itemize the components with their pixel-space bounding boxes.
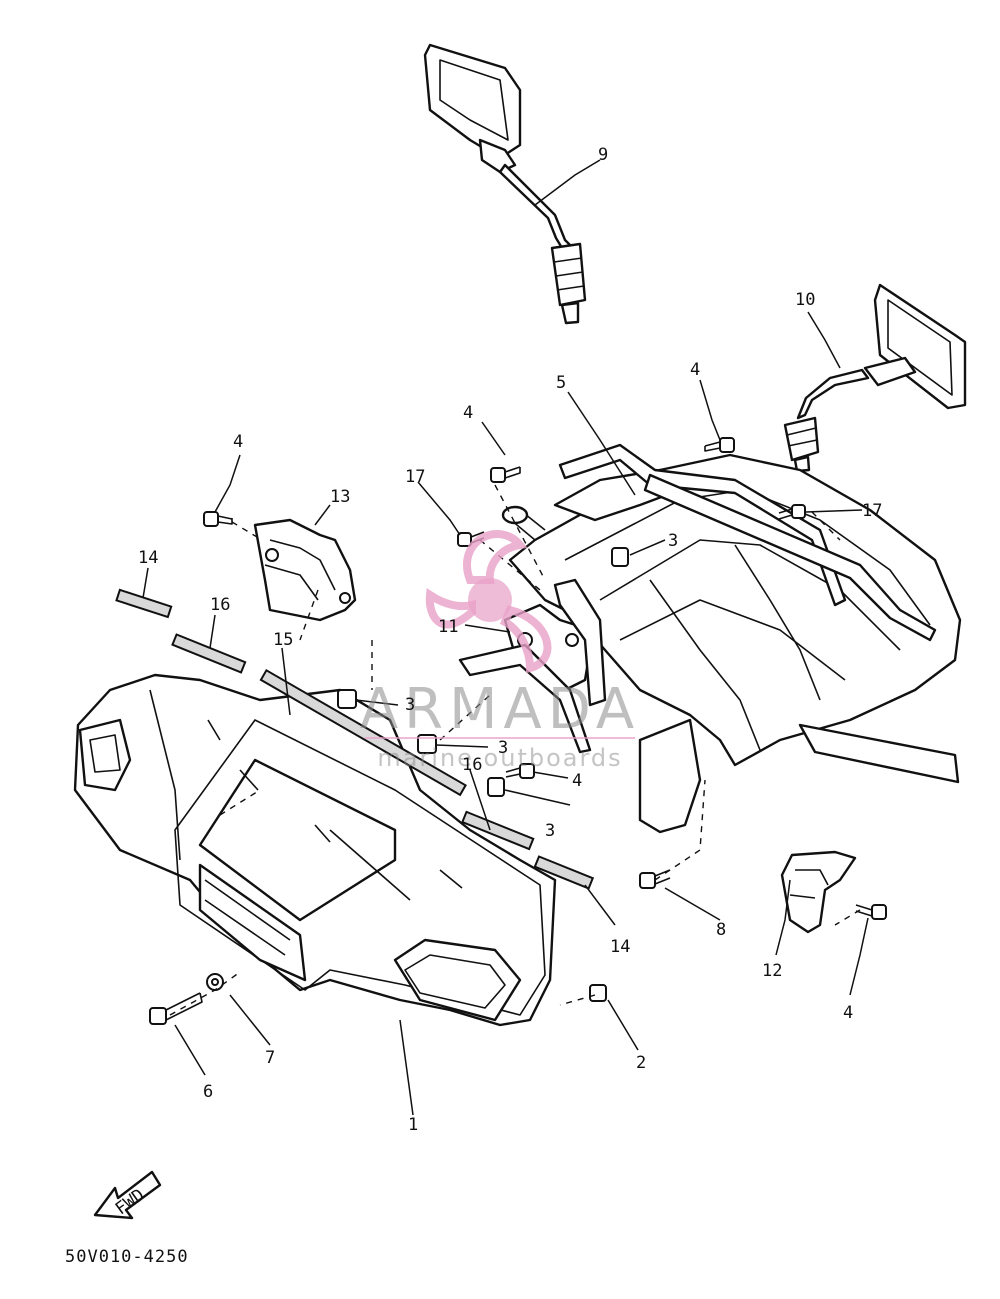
callout-5: 5 xyxy=(556,373,566,393)
callout-labels: 9 10 5 4 4 4 17 17 13 3 14 16 15 11 3 3 … xyxy=(138,145,882,1135)
callout-14-right: 14 xyxy=(610,937,630,957)
callout-3-lower: 3 xyxy=(545,821,555,841)
bolt-8 xyxy=(639,869,671,889)
callout-16-right: 16 xyxy=(462,755,482,775)
callout-4-left: 4 xyxy=(233,432,243,452)
callout-17-left: 17 xyxy=(405,467,425,487)
callout-1: 1 xyxy=(408,1115,418,1135)
callout-14-left: 14 xyxy=(138,548,158,568)
bolt-4-right xyxy=(855,904,887,920)
callout-3-upper: 3 xyxy=(668,531,678,551)
side-bracket xyxy=(253,518,357,622)
grommet-3-left xyxy=(337,689,357,709)
bolt-17-right xyxy=(778,504,806,520)
watermark-subtitle: marine outboards xyxy=(377,744,622,772)
strip-14-right xyxy=(533,855,595,890)
bracket-right xyxy=(780,850,857,934)
strip-16-right xyxy=(461,810,535,851)
armada-watermark: ARMADA marine outboards xyxy=(360,530,640,772)
callout-9: 9 xyxy=(598,145,608,165)
bolt-4-upper-right xyxy=(704,437,735,453)
grommet-3-upper xyxy=(611,547,629,567)
callout-4-upper-right: 4 xyxy=(690,360,700,380)
callout-8: 8 xyxy=(716,920,726,940)
front-cowl xyxy=(73,673,557,1027)
callout-7: 7 xyxy=(265,1048,275,1068)
fwd-arrow-icon: FWD xyxy=(93,1170,162,1219)
callout-16-left: 16 xyxy=(210,595,230,615)
bolt-4-left xyxy=(203,511,233,527)
callout-13: 13 xyxy=(330,487,350,507)
mirror-left xyxy=(423,43,587,325)
grommet-3-lower xyxy=(487,777,505,797)
callout-11: 11 xyxy=(438,617,458,637)
callout-4-center: 4 xyxy=(463,403,473,423)
callout-15: 15 xyxy=(273,630,293,650)
callout-17-right: 17 xyxy=(862,501,882,521)
callout-3-mid: 3 xyxy=(498,738,508,758)
nut-2 xyxy=(589,984,607,1002)
strip-15 xyxy=(259,668,467,797)
grommet-3-mid xyxy=(417,734,437,754)
bolt-4-center xyxy=(490,466,521,483)
stay-bar xyxy=(558,443,937,642)
watermark-name: ARMADA xyxy=(360,677,640,742)
mirror-right xyxy=(783,283,967,473)
callout-4-right: 4 xyxy=(843,1003,853,1023)
callout-12: 12 xyxy=(762,961,782,981)
bolt-6 xyxy=(149,992,203,1025)
assembly-lines xyxy=(169,484,861,1016)
callout-10: 10 xyxy=(795,290,815,310)
strip-14-left xyxy=(115,588,173,619)
leader-lines xyxy=(142,159,869,1116)
callout-4-mid: 4 xyxy=(572,771,582,791)
washer-7 xyxy=(206,973,224,991)
drawing-code: 50V010-4250 xyxy=(65,1247,189,1267)
bolt-4-mid xyxy=(505,763,535,779)
callout-3-left: 3 xyxy=(405,695,415,715)
callout-6: 6 xyxy=(203,1082,213,1102)
strip-16-left xyxy=(171,633,247,674)
callout-2: 2 xyxy=(636,1053,646,1073)
